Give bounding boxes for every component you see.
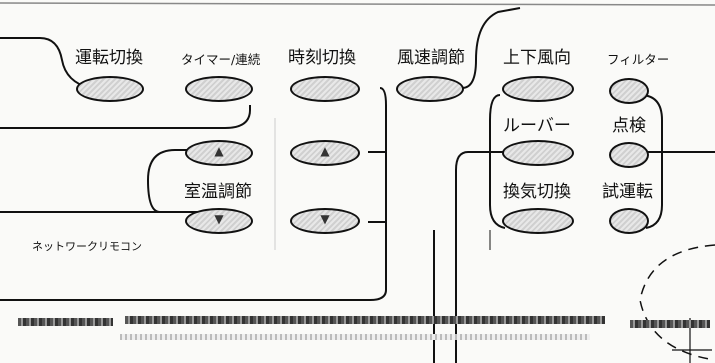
timer-label: タイマー/連続 [181,52,261,67]
temp-label: 室温調節 [184,182,252,202]
check-button[interactable] [609,142,649,168]
vent-button[interactable] [502,208,574,234]
clock-down-button[interactable]: ▼ [290,208,360,234]
vane-button[interactable] [502,76,574,102]
fan-label: 風速調節 [397,48,465,68]
fan-button[interactable] [396,76,464,102]
check-label: 点検 [612,116,646,136]
vane-label: 上下風向 [503,48,571,68]
product-name: ネットワークリモコン [32,240,142,253]
test-label: 試運転 [602,182,653,202]
timer-button[interactable] [185,76,253,102]
louver-button[interactable] [502,140,574,166]
panel-shadow [120,334,590,340]
clock-button[interactable] [290,76,360,102]
panel-edge-left [18,318,113,326]
clock-up-button[interactable]: ▲ [290,140,360,166]
vent-label: 換気切換 [503,182,571,202]
mode-label: 運転切換 [75,48,143,68]
test-button[interactable] [609,208,649,234]
temp-down-button[interactable]: ▼ [185,208,253,234]
down-arrow-icon: ▼ [214,212,224,226]
louver-label: ルーバー [503,116,571,136]
up-arrow-icon: ▲ [214,144,224,158]
panel-edge-mid [125,316,605,324]
temp-up-button[interactable]: ▲ [185,140,253,166]
up-arrow-icon: ▲ [320,144,330,158]
panel-edge-right [630,320,710,328]
filter-label: フィルター [607,52,670,67]
clock-label: 時刻切換 [288,48,356,68]
down-arrow-icon: ▼ [320,212,330,226]
filter-button[interactable] [609,78,649,104]
mode-button[interactable] [76,76,144,102]
